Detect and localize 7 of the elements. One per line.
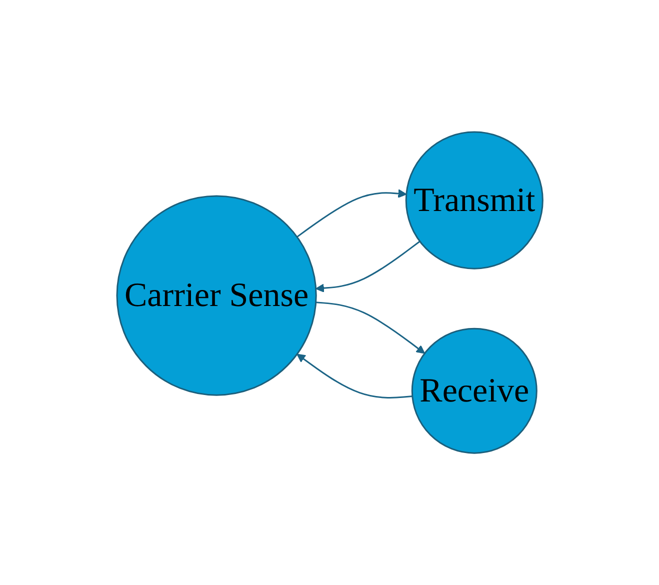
node-circle: Receive [411, 328, 538, 454]
arrow [315, 240, 420, 292]
node-circle: Transmit [405, 131, 544, 270]
arrow [296, 354, 412, 398]
arrow [296, 189, 406, 238]
arrow [315, 302, 425, 354]
node-circle: Carrier Sense [116, 195, 317, 396]
